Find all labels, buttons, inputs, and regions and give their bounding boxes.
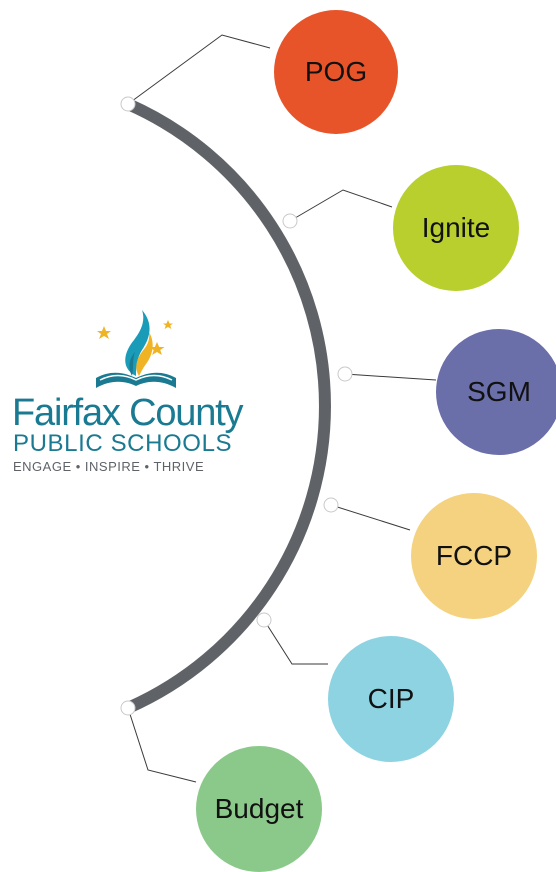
node-fccp-label: FCCP bbox=[435, 540, 513, 571]
node-budget-label: Budget bbox=[214, 793, 304, 824]
node-fccp[interactable]: FCCP bbox=[411, 493, 537, 619]
timeline-dot-3 bbox=[337, 366, 353, 382]
connector-cip bbox=[263, 619, 328, 665]
logo-subtitle: PUBLIC SCHOOLS bbox=[13, 430, 233, 457]
node-sgm-label: SGM bbox=[467, 376, 531, 407]
connector-budget bbox=[127, 707, 197, 783]
timeline-dots bbox=[120, 96, 353, 716]
node-budget[interactable]: Budget bbox=[196, 746, 322, 872]
node-cip[interactable]: CIP bbox=[328, 636, 454, 762]
timeline-dot-5 bbox=[256, 612, 272, 628]
timeline-arc bbox=[122, 98, 331, 714]
logo-title: Fairfax County bbox=[12, 392, 243, 434]
connector-fccp bbox=[330, 504, 411, 531]
timeline-dot-2 bbox=[282, 213, 298, 229]
open-book-flame-stars-icon bbox=[96, 310, 176, 388]
timeline-dot-4 bbox=[323, 497, 339, 513]
node-ignite[interactable]: Ignite bbox=[393, 165, 519, 291]
node-pog[interactable]: POG bbox=[274, 10, 398, 134]
node-pog-label: POG bbox=[304, 56, 368, 87]
connector-ignite bbox=[289, 189, 393, 222]
timeline-dot-1 bbox=[120, 96, 136, 112]
logo-tagline: ENGAGE • INSPIRE • THRIVE bbox=[13, 459, 205, 474]
connector-sgm bbox=[344, 373, 437, 381]
node-cip-label: CIP bbox=[367, 683, 415, 714]
timeline-dot-6 bbox=[120, 700, 136, 716]
node-ignite-label: Ignite bbox=[421, 212, 491, 243]
connector-lines bbox=[127, 34, 437, 783]
node-sgm[interactable]: SGM bbox=[436, 329, 556, 455]
connector-pog bbox=[127, 34, 271, 105]
